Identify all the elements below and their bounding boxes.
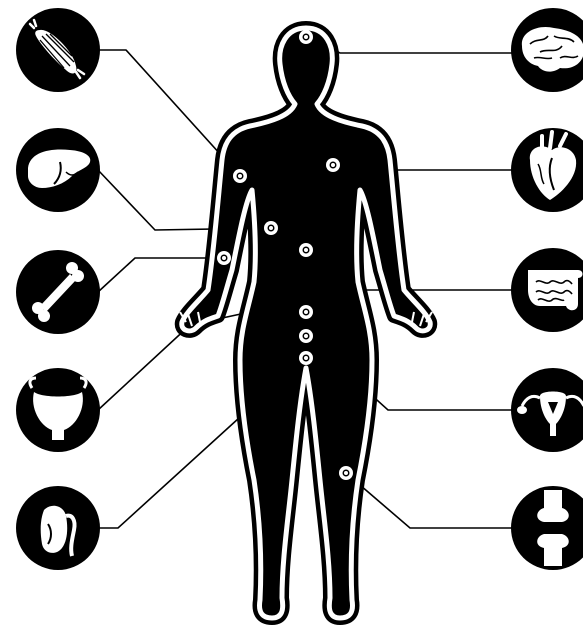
connector-uterus — [368, 392, 512, 410]
marker-testis — [299, 351, 313, 365]
connector-bladder — [98, 312, 250, 410]
marker-heart — [326, 158, 340, 172]
organ-icons-right — [511, 8, 583, 570]
body-silhouette — [180, 28, 432, 618]
intestine-icon — [511, 248, 583, 332]
marker-liver — [264, 221, 278, 235]
marker-muscle — [233, 169, 247, 183]
marker-intestine — [299, 243, 313, 257]
brain-icon — [511, 8, 583, 92]
marker-brain — [299, 30, 313, 44]
connector-testis — [98, 408, 250, 528]
heart-icon — [511, 128, 583, 212]
marker-uterus — [299, 329, 313, 343]
uterus-icon — [511, 368, 583, 452]
bone-icon — [16, 250, 100, 334]
testis-icon — [16, 486, 100, 570]
bladder-icon — [16, 368, 100, 452]
knee-joint-icon — [511, 486, 583, 570]
marker-bone — [217, 251, 231, 265]
muscle-icon — [16, 8, 100, 92]
liver-icon — [16, 128, 100, 212]
marker-bladder — [299, 305, 313, 319]
organ-icons-left — [16, 8, 100, 570]
connector-joint — [346, 473, 512, 528]
marker-joint — [339, 466, 353, 480]
